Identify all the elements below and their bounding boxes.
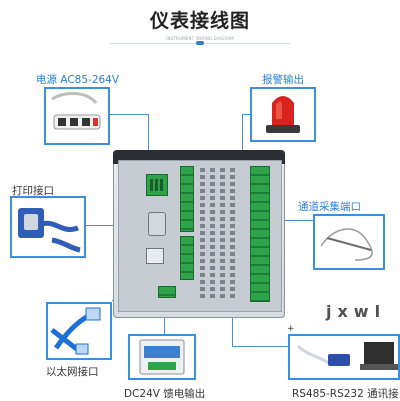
alarm-light-icon: [266, 96, 300, 133]
io-terminal-strip: [180, 166, 194, 232]
print-label: 打印接口: [12, 185, 54, 197]
power-strip-icon: [51, 92, 101, 130]
power-connector-v: [148, 114, 149, 176]
diagram-subtitle: INSTRUMENT WIRING DIAGRAM: [166, 36, 234, 41]
comm-photo-frame: [288, 334, 400, 380]
power-photo-frame: [44, 87, 110, 145]
power-connector-h: [110, 114, 148, 115]
print-db9-port: [148, 212, 166, 236]
print-photo-frame: [10, 196, 86, 258]
comm-plus-sign: +: [287, 324, 295, 334]
ethernet-cable-icon: [50, 307, 101, 355]
ethernet-photo-frame: [46, 302, 112, 360]
vent-slot: [230, 168, 235, 298]
alarm-connector-h: [242, 114, 250, 115]
channel-connector: [272, 220, 313, 221]
alarm-label: 报警输出: [262, 74, 304, 86]
comm-connector-h: [232, 346, 288, 347]
title-accent-dot: [196, 41, 204, 45]
ethernet-label: 以太网接口: [46, 366, 99, 378]
comm-label: RS485-RS232 通讯接: [292, 388, 399, 400]
ethernet-rj45-port: [146, 248, 164, 264]
vent-slot: [200, 168, 205, 298]
channel-terminal-column: [250, 166, 270, 302]
comm-connector-v: [232, 300, 233, 346]
channel-label: 通道采集端口: [298, 201, 361, 213]
din-power-supply-icon: [139, 339, 185, 375]
dc24v-label: DC24V 馈电输出: [124, 388, 206, 400]
diagram-title: 仪表接线图: [149, 10, 250, 32]
power-label: 电源 AC85-264V: [36, 74, 120, 86]
vent-slot: [220, 168, 225, 298]
io-terminal-strip: [180, 236, 194, 280]
power-terminal: [146, 174, 168, 196]
dc24v-photo-frame: [128, 334, 196, 380]
alarm-connector-v: [242, 114, 243, 180]
vent-slot: [210, 168, 215, 298]
dc24v-terminal: [158, 286, 176, 298]
usb-converter-laptop-icon: [296, 342, 398, 370]
channel-photo-frame: [313, 214, 385, 270]
thermocouple-probe-icon: [320, 228, 373, 261]
serial-cable-icon: [18, 208, 81, 253]
alarm-photo-frame: [250, 87, 316, 142]
watermark: jxwl: [326, 302, 387, 321]
